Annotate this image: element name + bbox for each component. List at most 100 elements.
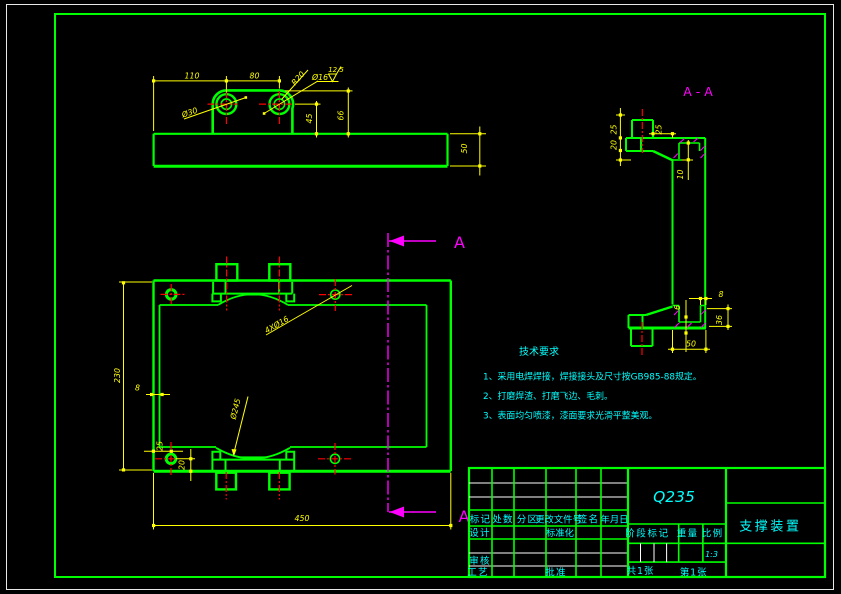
top-hole-lower-right	[329, 453, 341, 465]
dim-arrow-icon	[704, 347, 708, 351]
top-weld-bar-upper	[246, 292, 261, 296]
dim-arrow-icon	[686, 158, 690, 162]
front-dim-66: 66	[337, 111, 346, 121]
tb-row-approve: 批准	[545, 567, 566, 579]
dim-arrow-icon	[346, 89, 350, 93]
drawing-frame	[6, 4, 834, 590]
title-block-right-lines	[726, 502, 825, 545]
tb-header-doc-no: 更改文件号	[535, 514, 582, 526]
drawing-line	[281, 69, 309, 100]
front-dimension-lines	[153, 66, 486, 176]
section-dimension-arrows	[618, 113, 730, 351]
front-dimension-arrows	[152, 79, 482, 168]
cutting-arrow-top-icon	[389, 235, 404, 247]
dim-arrow-icon	[121, 281, 126, 285]
dim-arrow-icon	[478, 164, 482, 168]
tech-requirements: 技术要求 1、采用电焊焊接，焊接接头及尺寸按GB985-88规定。 2、打磨焊渣…	[483, 345, 702, 421]
tech-req-item-3: 3、表面均匀喷漆，漆面要求光滑平整美观。	[483, 409, 657, 421]
front-roughness-value: 12.5	[328, 66, 344, 74]
dim-arrow-icon	[618, 158, 622, 162]
section-gusset-top	[652, 149, 674, 162]
front-plate-outline	[152, 132, 449, 166]
section-dim-25-top: 25	[655, 125, 664, 135]
dim-arrow-icon	[726, 324, 730, 328]
top-view: 230 8 450 25 20 4XØ16 Ø245	[113, 256, 453, 530]
top-inner-rect	[158, 304, 428, 448]
paper-border	[6, 4, 834, 590]
section-dim-20-left: 20	[610, 140, 619, 150]
front-leader-dia16: Ø16	[311, 73, 328, 82]
top-dim-25: 25	[156, 441, 165, 451]
tb-stage-mark: 阶段标记	[625, 528, 669, 540]
dim-arrow-icon	[152, 79, 156, 83]
title-block-mid-lines	[628, 523, 726, 563]
title-block-dividers	[626, 468, 728, 577]
title-block-texts: 标记 处数 分区 更改文件号 签名 年月日 设计 标准化 审核 工艺 批准 Q2…	[467, 488, 801, 579]
dim-arrow-icon	[618, 113, 622, 117]
front-dim-50: 50	[460, 144, 469, 154]
top-dim-8: 8	[135, 384, 140, 393]
roughness-symbol-icon	[328, 66, 342, 83]
dim-arrow-icon	[651, 132, 655, 136]
dim-arrow-icon	[726, 307, 730, 311]
section-dimension-texts: 25 20 25 10 8 36 6 50	[610, 125, 725, 349]
tech-req-title: 技术要求	[519, 345, 559, 358]
dim-arrow-icon	[698, 296, 703, 301]
title-block: 标记 处数 分区 更改文件号 签名 年月日 设计 标准化 审核 工艺 批准 Q2…	[467, 466, 827, 579]
tb-header-count: 处数	[492, 514, 513, 526]
dim-arrow-icon	[189, 457, 193, 461]
drawing-line	[285, 87, 353, 138]
dim-arrow-icon	[670, 132, 675, 136]
front-dim-45: 45	[305, 114, 314, 124]
front-dim-80: 80	[250, 72, 260, 81]
tb-row-process: 工艺	[467, 568, 488, 579]
tech-req-item-2: 2、打磨焊渣、打磨飞边、毛刺。	[483, 390, 613, 402]
title-block-left-vlines	[491, 468, 602, 577]
tb-row-design: 设计	[469, 527, 490, 539]
dim-arrow-icon	[314, 132, 319, 136]
section-web	[671, 138, 707, 328]
dim-arrow-icon	[277, 79, 281, 83]
tb-sheet-no: 第1张	[680, 567, 707, 579]
dim-arrow-icon	[150, 392, 154, 397]
top-hole-lower-left	[164, 452, 178, 466]
dim-arrow-icon	[152, 523, 156, 528]
drawing-line	[233, 396, 249, 455]
section-dim-50: 50	[686, 340, 696, 349]
section-dim-36: 36	[715, 315, 724, 325]
tech-req-item-1: 1、采用电焊焊接，焊接接头及尺寸按GB985-88规定。	[483, 370, 702, 382]
section-outline-bottom	[627, 314, 654, 347]
drawing-line	[263, 80, 319, 114]
top-dimension-arrows	[121, 281, 453, 528]
top-dimension-lines	[119, 281, 452, 530]
section-dim-8: 8	[719, 290, 724, 299]
title-block-stage-subcells	[640, 543, 668, 563]
section-gusset-bottom	[645, 305, 673, 317]
section-slot-bottom	[672, 304, 706, 323]
dim-arrow-icon	[346, 132, 350, 136]
dim-arrow-icon	[618, 148, 622, 153]
top-dim-450: 450	[295, 514, 310, 523]
cutting-label-bottom: A	[459, 507, 470, 526]
section-label: A - A	[683, 84, 713, 99]
dim-arrow-icon	[686, 141, 690, 145]
tb-part-name: 支撑装置	[739, 520, 801, 535]
dim-arrow-icon	[670, 347, 675, 351]
tb-header-date: 年月日	[601, 514, 629, 526]
dim-arrow-icon	[151, 449, 155, 453]
dim-arrow-icon	[618, 136, 622, 140]
top-bracket-lower	[211, 450, 296, 471]
tb-header-sign: 签名	[578, 514, 599, 526]
top-outer-rect	[152, 279, 452, 471]
dim-arrow-icon	[314, 102, 319, 106]
dim-arrow-icon	[244, 96, 248, 99]
drawing-line	[183, 97, 247, 120]
tb-weight: 重量	[677, 528, 699, 540]
dim-arrow-icon	[704, 296, 708, 301]
section-hatching	[673, 137, 706, 328]
dim-arrow-icon	[262, 112, 266, 115]
dim-arrow-icon	[449, 523, 453, 528]
section-slot-top	[672, 142, 701, 161]
section-cutting-line: A A	[387, 233, 470, 526]
